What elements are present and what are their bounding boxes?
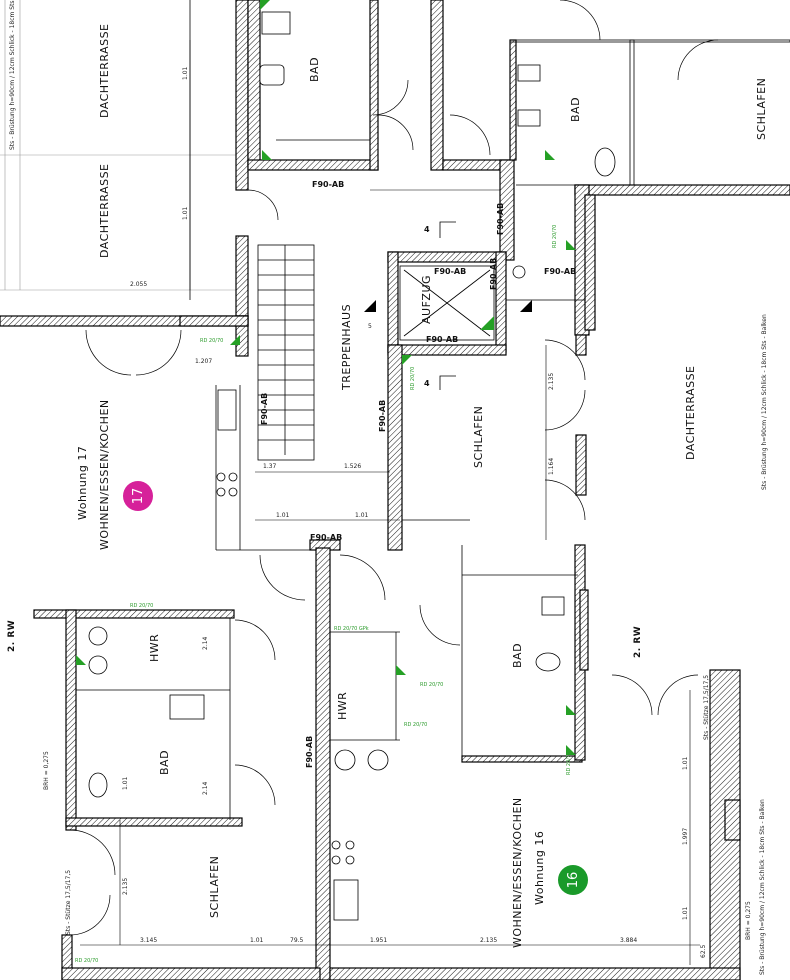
dim-text: 1.526	[344, 463, 361, 470]
stair-arrow-label: 4	[424, 379, 430, 388]
fire-label: F90-AB	[426, 335, 458, 344]
side-note: Sts - Brüstung h=90cm / 12cm Schlick - 1…	[759, 799, 766, 975]
side-note: Sts - Brüstung h=90cm / 12cm Schlick - 1…	[761, 314, 768, 490]
badge-16-number: 16	[566, 872, 581, 889]
dim-text: 2.14	[202, 781, 209, 795]
side-notes: Sts - Brüstung h=90cm / 12cm Schlick - 1…	[9, 0, 768, 975]
dimension-lines	[80, 40, 700, 965]
dim-text: 2.135	[122, 878, 129, 895]
green-note: RD 20/70	[130, 603, 153, 609]
dim-text: 3.884	[620, 937, 637, 944]
dim-text: 1.01	[682, 906, 689, 920]
room-label-rw-left: 2. RW	[7, 620, 17, 652]
door-swings	[69, 0, 719, 936]
dimension-texts: 1.01 1.01 2.055 2.135 1.164 1.01 1.997 1…	[122, 66, 707, 958]
green-note: RD 20/70	[552, 225, 558, 248]
side-note: Sts - Stütze 17,5/17,5	[65, 870, 72, 935]
side-note: Sts - Stütze 17,5/17,5	[703, 675, 710, 740]
dim-text: 1.01	[355, 512, 369, 519]
fire-label: F90-AB	[544, 267, 576, 276]
dim-text: 2.055	[130, 281, 147, 288]
room-label-wohnung-16: Wohnung 16	[533, 831, 546, 905]
room-label-aufzug: AUFZUG	[420, 275, 433, 324]
room-label-rw-right: 2. RW	[633, 626, 643, 658]
fire-label: F90-AB	[489, 258, 498, 290]
fire-label: F90-AB	[305, 736, 314, 768]
room-label-hwr-center: HWR	[336, 692, 349, 720]
dim-text: 2.135	[480, 937, 497, 944]
elevator-shaft	[399, 265, 495, 341]
side-note: BRH = 0,275	[745, 901, 752, 940]
side-note: BRH = 0,275	[43, 751, 50, 790]
room-label-wohnen-17: WOHNEN/ESSEN/KOCHEN	[98, 399, 111, 550]
room-label-schlafen-topright: SCHLAFEN	[755, 78, 768, 140]
room-label-dachterrasse-mid: DACHTERRASSE	[98, 163, 111, 258]
unit-badge-16: 16	[558, 865, 588, 895]
badge-16-circle	[558, 865, 588, 895]
staircase	[257, 244, 315, 461]
partitions	[76, 139, 630, 820]
dim-text: 1.01	[122, 776, 129, 790]
dim-text: 3.145	[140, 937, 157, 944]
room-label-dachterrasse-right: DACHTERRASSE	[684, 365, 697, 460]
stair-arrow-label: 4	[424, 225, 430, 234]
room-label-dachterrasse-top: DACHTERRASSE	[98, 23, 111, 118]
badge-17-circle	[123, 481, 153, 511]
green-note: RD 20/70	[420, 682, 443, 688]
green-note: RD 20/70 GPk	[334, 626, 369, 632]
green-door-markers	[76, 0, 576, 755]
room-label-bad-center: BAD	[511, 643, 524, 668]
dim-text: 1.01	[182, 206, 189, 220]
room-label-schlafen-left: SCHLAFEN	[208, 856, 221, 918]
room-label-bad-left: BAD	[158, 750, 171, 775]
dim-text: 1.951	[370, 937, 387, 944]
badge-17-number: 17	[131, 488, 146, 505]
room-label-wohnung-17: Wohnung 17	[76, 446, 89, 520]
dim-text: 1.01	[276, 512, 290, 519]
fixtures	[88, 11, 616, 921]
fire-label: F90-AB	[312, 180, 344, 189]
dim-text: 1.37	[263, 463, 277, 470]
room-label-schlafen-center: SCHLAFEN	[472, 406, 485, 468]
dim-text: 2.14	[202, 636, 209, 650]
stair-rise-label: 5	[368, 323, 372, 330]
dim-text: 79.5	[290, 937, 304, 944]
fire-label: F90-AB	[310, 533, 342, 542]
room-label-treppenhaus: TREPPENHAUS	[340, 304, 353, 391]
dim-text: 62.5	[700, 944, 707, 958]
dim-text: 1.01	[182, 66, 189, 80]
dim-text: 1.01	[682, 756, 689, 770]
fire-label: F90-AB	[434, 267, 466, 276]
dim-text: 1.997	[682, 828, 689, 845]
fire-label: F90-AB	[260, 393, 269, 425]
green-note: RD 20/70	[75, 958, 98, 964]
fire-label: F90-AB	[378, 400, 387, 432]
dim-text: 2.135	[548, 373, 555, 390]
dim-text: 1.207	[195, 358, 212, 365]
dim-text: 1.01	[250, 937, 264, 944]
room-label-bad-topright: BAD	[569, 97, 582, 122]
green-note: RD 20/70	[404, 722, 427, 728]
green-note: RD 20/70	[200, 338, 223, 344]
room-label-hwr-left: HWR	[148, 634, 161, 662]
fire-label: F90-AB	[496, 203, 505, 235]
room-label-wohnen-16: WOHNEN/ESSEN/KOCHEN	[511, 797, 524, 948]
dim-text: 1.164	[548, 458, 555, 475]
stair-arrows: 4 4 5	[364, 221, 532, 390]
unit-badge-17: 17	[123, 481, 153, 511]
side-note: Sts - Brüstung h=90cm / 12cm Schlick - 1…	[9, 0, 16, 150]
green-note: RD 20/70	[566, 752, 572, 775]
green-notes: RD 20/70 RD 20/70 RD 20/70 RD 20/70 RD 2…	[75, 225, 572, 964]
room-label-bad-top: BAD	[308, 57, 321, 82]
green-note: RD 20/70	[410, 367, 416, 390]
